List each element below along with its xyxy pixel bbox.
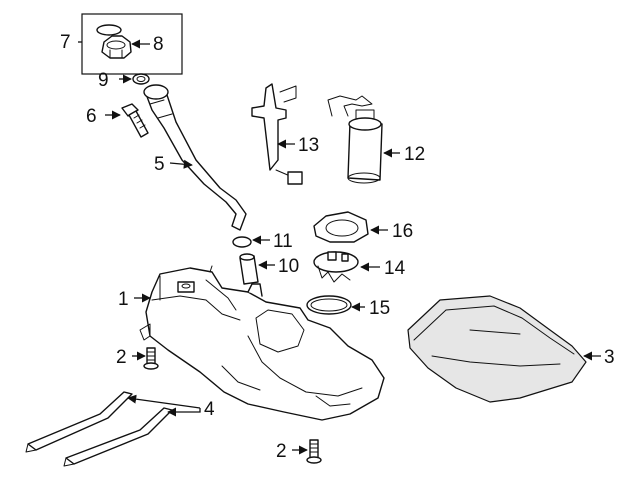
- cap-seal: [96, 24, 122, 36]
- callout-7: 7: [60, 32, 71, 53]
- filler-o-ring: [132, 73, 150, 85]
- leader-5: [169, 159, 193, 169]
- callout-8: 8: [153, 34, 164, 55]
- callout-13: 13: [298, 135, 319, 156]
- callout-2-upper: 2: [116, 347, 127, 368]
- callout-15: 15: [369, 298, 390, 319]
- callout-9: 9: [98, 70, 109, 91]
- tank-strap-rear: [63, 407, 173, 467]
- callout-1: 1: [118, 289, 129, 310]
- hose-clamp: [232, 236, 252, 248]
- leader-4b: [167, 407, 201, 417]
- lock-ring: [313, 211, 369, 243]
- filler-cap: [101, 35, 132, 59]
- callout-3: 3: [604, 347, 615, 368]
- heat-shield: [407, 295, 587, 403]
- callout-10: 10: [278, 256, 299, 277]
- pump-cover-plate: [313, 251, 359, 283]
- connecting-hose: [239, 253, 259, 285]
- mounting-bolt: [121, 103, 149, 138]
- filler-neck: [143, 84, 247, 231]
- fuel-level-sender: [251, 83, 303, 185]
- tank-strap-front: [25, 391, 133, 453]
- pump-gasket: [306, 295, 352, 315]
- fuel-pump-module: [327, 95, 383, 184]
- callout-6: 6: [86, 106, 97, 127]
- callout-2-lower: 2: [276, 441, 287, 462]
- callout-11: 11: [273, 231, 293, 252]
- leader-4a: [127, 394, 201, 409]
- callout-14: 14: [384, 258, 406, 279]
- filler-cap-inset: [78, 13, 183, 75]
- fuel-tank: [139, 265, 385, 421]
- tank-bolt-upper: [143, 347, 159, 370]
- callout-16: 16: [392, 221, 413, 242]
- inset-box: [81, 13, 183, 75]
- tank-bolt-lower: [306, 439, 322, 464]
- callout-12: 12: [404, 144, 425, 165]
- callout-4: 4: [204, 399, 215, 420]
- callout-5: 5: [154, 154, 165, 175]
